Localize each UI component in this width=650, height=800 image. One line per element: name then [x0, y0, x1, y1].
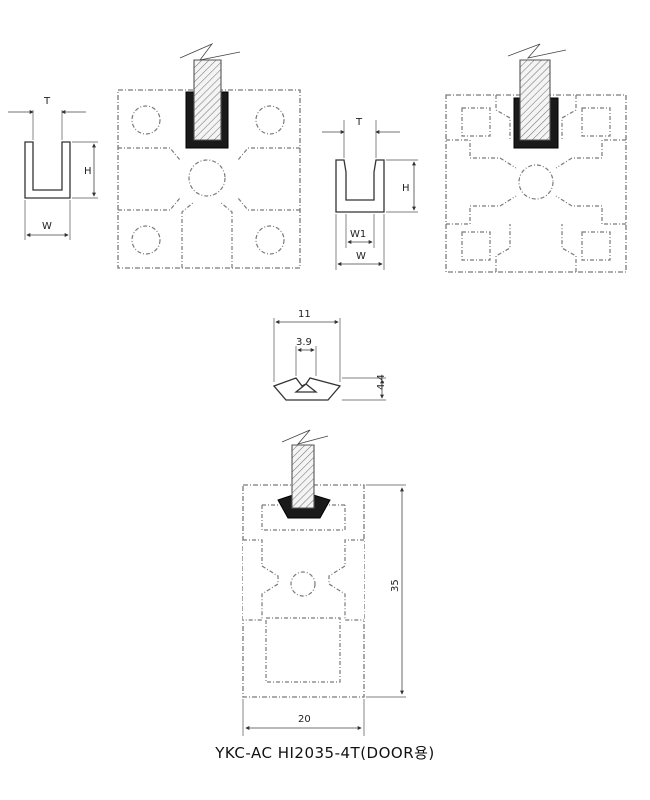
dim-label-w-mid: W [356, 251, 366, 262]
u-channel-small [8, 110, 98, 240]
profile-4040-right [445, 43, 627, 273]
u-channel-mid [322, 120, 418, 270]
dim-label-w1-mid: W1 [350, 229, 366, 240]
dim-label-profile-height: 35 [390, 579, 401, 592]
dim-label-profile-width: 20 [298, 714, 311, 725]
profile-2035-door [242, 429, 406, 736]
dim-label-h-mid: H [402, 183, 410, 194]
dim-label-h-small: H [84, 166, 92, 177]
dim-label-hook-height: 4.4 [376, 374, 387, 390]
dim-label-hook-inner: 3.9 [296, 337, 312, 348]
dim-label-hook-width: 11 [298, 309, 311, 320]
dim-label-t-small: T [43, 96, 51, 107]
dim-label-t-mid: T [355, 117, 363, 128]
drawing-caption: YKC-AC HI2035-4T(DOOR용) [215, 744, 435, 762]
hook-trim-section [272, 318, 386, 401]
dim-label-w-small: W [42, 221, 52, 232]
profile-4040-left [117, 43, 301, 269]
